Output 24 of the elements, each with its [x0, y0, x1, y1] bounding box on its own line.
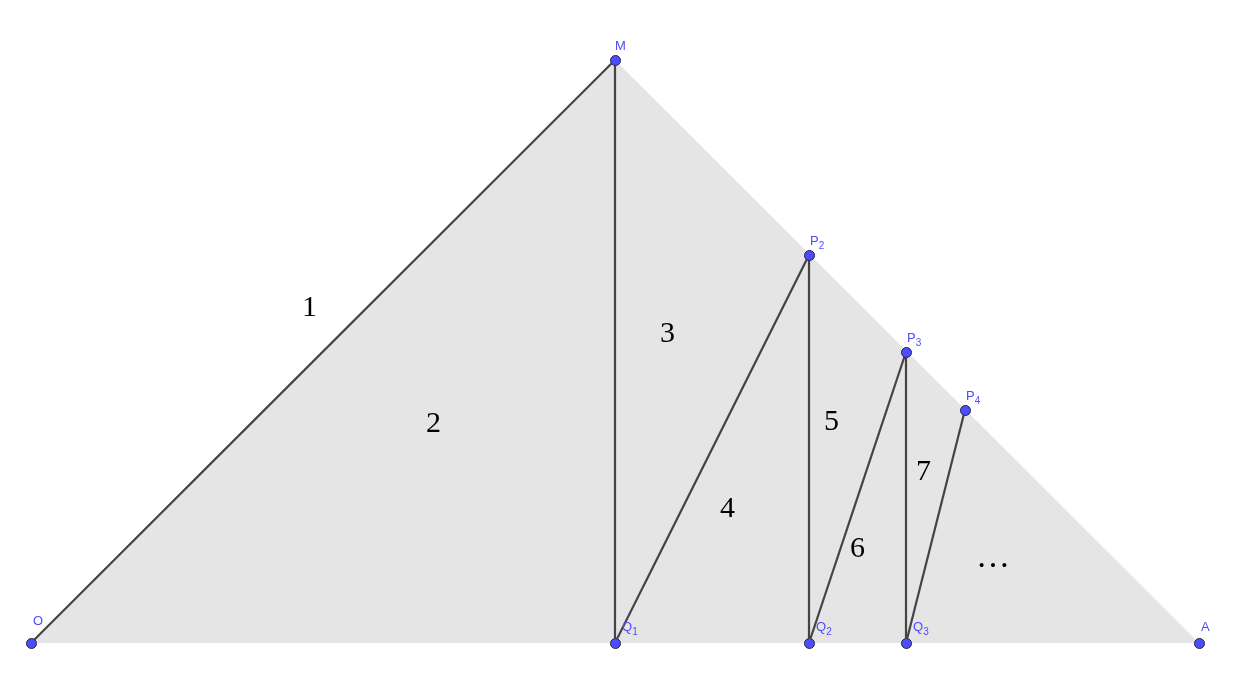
line-segment — [809, 356, 906, 639]
line-segment — [807, 260, 811, 638]
region-number: 4 — [720, 491, 735, 523]
region-number: 1 — [302, 290, 317, 322]
line-segment — [904, 357, 908, 638]
line-segment — [613, 65, 617, 638]
point-label: P$_{3}$ — [907, 330, 922, 350]
point-label: M — [615, 38, 626, 53]
region-number: 5 — [824, 404, 839, 436]
region-number: … — [976, 540, 1014, 572]
point-label: Q$_{1}$ — [622, 619, 638, 639]
point-label: Q$_{3}$ — [913, 619, 929, 639]
line-segment — [906, 414, 965, 639]
point-label: P$_{4}$ — [966, 388, 981, 408]
region-number: 6 — [850, 531, 865, 563]
line-segment — [33, 62, 613, 641]
region-number: 2 — [426, 406, 441, 438]
point-label: Q$_{2}$ — [816, 619, 832, 639]
point-label: O — [33, 613, 44, 628]
region-number: 7 — [916, 454, 931, 486]
point-label: A — [1201, 619, 1210, 634]
region-number: 3 — [660, 316, 675, 348]
point-label: P$_{2}$ — [810, 233, 825, 253]
line-segment — [616, 258, 808, 640]
